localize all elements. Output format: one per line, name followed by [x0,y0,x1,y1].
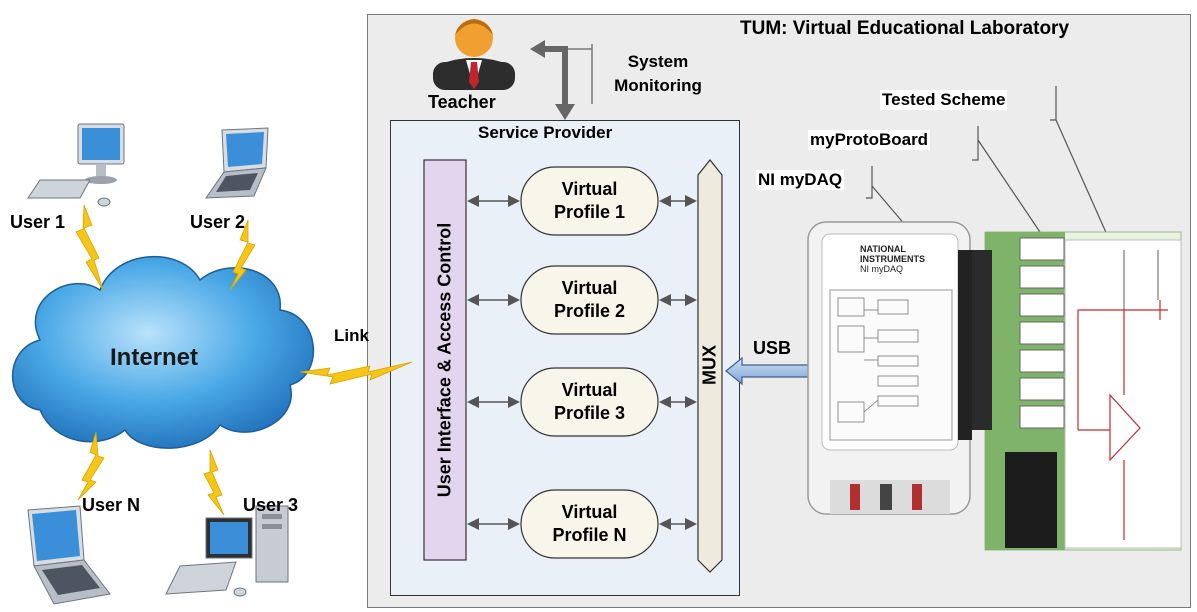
myprotoboard-label: myProtoBoard [808,130,931,150]
user-3-label: User 3 [243,495,299,515]
mux-label: MUX [699,345,720,385]
profile-2-label: Virtual Profile 2 [521,277,658,323]
service-provider-label: Service Provider [478,123,613,142]
profile-3-label: Virtual Profile 3 [521,379,658,425]
profile-n-line1: Virtual [561,502,618,522]
profile-shapes [520,166,659,559]
access-control-bar [423,159,467,561]
profile-3-line2: Profile 3 [553,403,626,423]
ni-mydaq-label: NI myDAQ [756,170,845,190]
user-n-laptop-icon [27,505,111,605]
system-monitoring-label: System Monitoring [596,50,720,98]
user-1-computer-icon [27,123,125,207]
internet-cloud [11,255,315,449]
daq-brand-line1: NATIONAL [860,244,906,254]
user-3-computer-icon [165,505,289,597]
profile-2-line1: Virtual [561,278,618,298]
internet-label: Internet [110,344,199,371]
profile-2-line2: Profile 2 [553,301,626,321]
daq-brand-text: NATIONAL INSTRUMENTS NI myDAQ [860,244,925,274]
teacher-icon [433,19,515,90]
protoboard [972,231,1182,551]
profile-3-line1: Virtual [561,380,618,400]
profile-n-line2: Profile N [552,525,627,545]
profile-1-line1: Virtual [561,179,618,199]
mux-block [697,159,723,573]
profile-n-label: Virtual Profile N [521,501,658,547]
system-monitoring-line2: Monitoring [614,76,702,95]
profile-1-label: Virtual Profile 1 [521,178,658,224]
user-2-laptop-icon [205,127,269,199]
profile-connectors [467,195,697,530]
usb-label: USB [753,338,792,358]
tested-scheme-label: Tested Scheme [880,90,1008,110]
system-monitoring-line1: System [627,52,689,71]
link-label: Link [334,326,369,345]
access-control-label: User Interface & Access Control [434,222,455,498]
lab-title: TUM: Virtual Educational Laboratory [740,18,1070,39]
user-2-label: User 2 [190,212,246,232]
daq-model-line: NI myDAQ [860,264,904,274]
user-1-label: User 1 [10,212,66,232]
teacher-label: Teacher [428,92,496,112]
monitoring-arrow [530,40,593,120]
lightning-bolts [75,204,413,516]
user-n-label: User N [82,495,141,515]
profile-1-line2: Profile 1 [553,202,626,222]
ni-mydaq-device [807,221,972,515]
daq-brand-line2: INSTRUMENTS [860,254,925,264]
